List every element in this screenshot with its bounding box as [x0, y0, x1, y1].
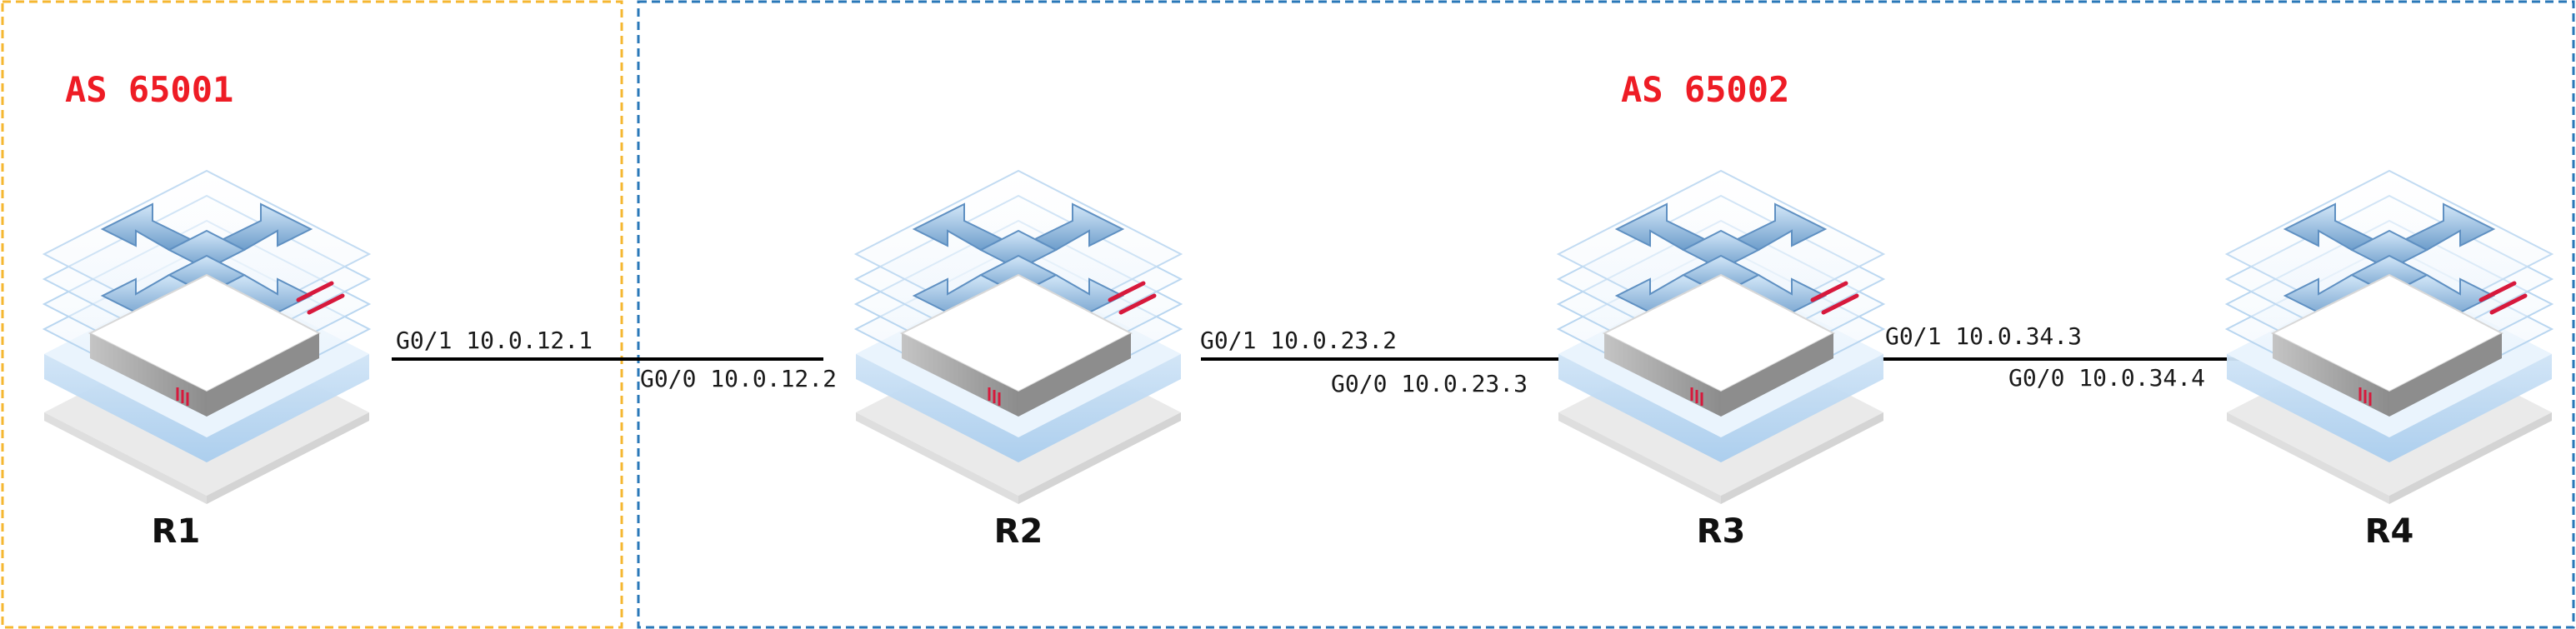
router-r1[interactable] [44, 171, 369, 504]
router-r4[interactable] [2227, 171, 2552, 504]
router-icon [44, 171, 369, 504]
router-r3[interactable] [1558, 171, 1883, 504]
router-label-r1: R1 [152, 512, 201, 551]
as-label-65002: AS 65002 [1621, 69, 1789, 110]
router-r2[interactable] [856, 171, 1181, 504]
interface-label-r2-g0-1: G0/1 10.0.23.2 [1200, 327, 1397, 354]
as-area-box-65001 [1, 0, 623, 629]
router-icon [2227, 171, 2552, 504]
as-label-65001: AS 65001 [65, 69, 233, 110]
interface-label-r3-g0-1: G0/1 10.0.34.3 [1885, 322, 2082, 350]
as-area-box-65002 [637, 0, 2575, 629]
router-label-r3: R3 [1697, 512, 1746, 551]
router-label-r2: R2 [994, 512, 1043, 551]
interface-label-r1-g0-1: G0/1 10.0.12.1 [396, 327, 593, 354]
interface-label-r2-g0-0: G0/0 10.0.12.2 [640, 365, 837, 392]
router-icon [1558, 171, 1883, 504]
router-label-r4: R4 [2365, 512, 2414, 551]
interface-label-r3-g0-0: G0/0 10.0.23.3 [1331, 370, 1528, 397]
router-icon [856, 171, 1181, 504]
interface-label-r4-g0-0: G0/0 10.0.34.4 [2008, 364, 2205, 392]
